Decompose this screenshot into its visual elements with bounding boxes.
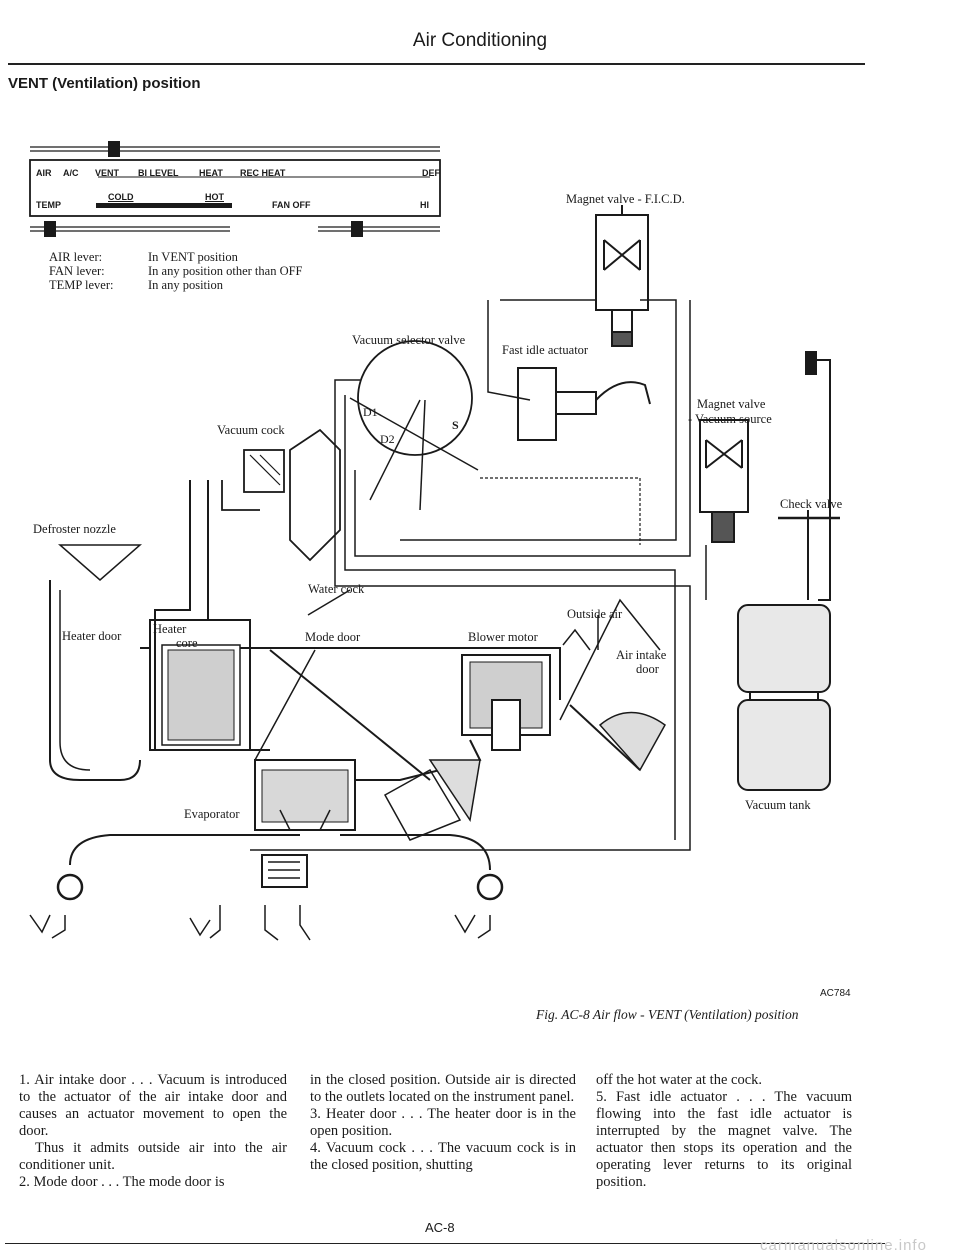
paragraph: off the hot water at the cock.: [596, 1072, 763, 1088]
label-d2: D2: [380, 432, 395, 446]
panel-hi: HI: [420, 200, 429, 210]
panel-mode-def: DEF: [422, 168, 440, 178]
label-check-valve: Check valve: [780, 497, 843, 511]
label-air-intake-door: door: [636, 662, 659, 676]
label-vacuum-cock: Vacuum cock: [217, 423, 285, 437]
panel-mode-bilevel: BI LEVEL: [138, 168, 179, 178]
panel-mode-ac: A/C: [63, 168, 79, 178]
lever-fan-setting: In any position other than OFF: [148, 264, 303, 278]
evaporator-box: [254, 759, 356, 831]
label-fast-idle-actuator: Fast idle actuator: [502, 343, 589, 357]
lever-temp: TEMP lever:: [49, 278, 114, 292]
paragraph: 3. Heater door . . . The heater door is …: [310, 1106, 576, 1139]
label-core: core: [176, 636, 198, 650]
paragraph: 5. Fast idle actuator . . . The vacuum f…: [596, 1089, 852, 1190]
airflow-diagram: [29, 141, 840, 941]
defroster-nozzle-shape: [58, 544, 142, 581]
label-mode-door: Mode door: [305, 630, 361, 644]
figure-caption: Fig. AC-8 Air flow - VENT (Ventilation) …: [536, 1007, 799, 1022]
air-intake-door: [598, 711, 666, 772]
label-magnet-valve-ficd: Magnet valve - F.I.C.D.: [566, 192, 685, 206]
label-vacuum-selector-valve: Vacuum selector valve: [352, 333, 466, 347]
label-s: S: [452, 418, 459, 432]
label-vacuum-tank: Vacuum tank: [745, 798, 811, 812]
section-title: VENT (Ventilation) position: [8, 75, 201, 92]
paragraph: in the closed position. Outside air is d…: [310, 1072, 576, 1105]
label-heater: Heater: [153, 622, 187, 636]
panel-mode-recheat: REC HEAT: [240, 168, 286, 178]
control-panel: [29, 141, 441, 237]
panel-cold: COLD: [108, 192, 134, 202]
label-outside-air: Outside air: [567, 607, 623, 621]
lever-air: AIR lever:: [49, 250, 103, 264]
vacuum-selector-valve: [357, 340, 473, 456]
lever-temp-setting: In any position: [148, 278, 223, 292]
panel-mode-vent: VENT: [95, 168, 120, 178]
label-water-cock: Water cock: [308, 582, 365, 596]
text-column-2: in the closed position. Outside air is d…: [310, 1072, 576, 1174]
label-air-intake: Air intake: [616, 648, 667, 662]
panel-temp: TEMP: [36, 200, 62, 210]
lever-fan: FAN lever:: [49, 264, 105, 278]
label-magnet-valve-vs: Magnet valve: [697, 397, 766, 411]
watermark: carmanualsonline.info: [760, 1237, 927, 1254]
lever-air-setting: In VENT position: [148, 250, 238, 264]
label-defroster-nozzle: Defroster nozzle: [33, 522, 116, 536]
label-evaporator: Evaporator: [184, 807, 240, 821]
heater-core-box: [149, 619, 251, 751]
paragraph: Thus it admits outside air into the air …: [19, 1140, 287, 1173]
panel-hot: HOT: [205, 192, 224, 202]
header-rule: [8, 63, 865, 65]
vacuum-tank: [737, 604, 831, 791]
footer-rule: [5, 1243, 885, 1244]
paragraph: 2. Mode door . . . The mode door is: [19, 1174, 225, 1190]
lever-list-settings: In VENT position In any position other t…: [148, 250, 303, 292]
page-header: Air Conditioning: [412, 30, 548, 51]
fast-idle-actuator: [517, 367, 651, 441]
blower-motor: [461, 654, 551, 751]
panel-air: AIR: [36, 168, 52, 178]
lever-list-names: AIR lever: FAN lever: TEMP lever:: [49, 250, 113, 292]
label-heater-door: Heater door: [62, 629, 122, 643]
text-column-3: off the hot water at the cock. 5. Fast i…: [596, 1072, 852, 1191]
page-number: AC-8: [425, 1220, 455, 1235]
panel-fan: FAN OFF: [272, 200, 311, 210]
magnet-valve-vacuum-source: [699, 419, 749, 543]
label-vacuum-source: - Vacuum source: [688, 412, 772, 426]
label-blower-motor: Blower motor: [468, 630, 538, 644]
vacuum-cock: [221, 428, 341, 562]
text-column-1: 1. Air intake door . . . Vacuum is intro…: [19, 1072, 287, 1191]
paragraph: 1. Air intake door . . . Vacuum is intro…: [19, 1072, 287, 1139]
paragraph: 4. Vacuum cock . . . The vacuum cock is …: [310, 1140, 576, 1173]
magnet-valve-ficd: [595, 205, 649, 347]
label-d1: D1: [363, 405, 378, 419]
figure-code: AC784: [820, 988, 851, 999]
panel-mode-heat: HEAT: [199, 168, 223, 178]
